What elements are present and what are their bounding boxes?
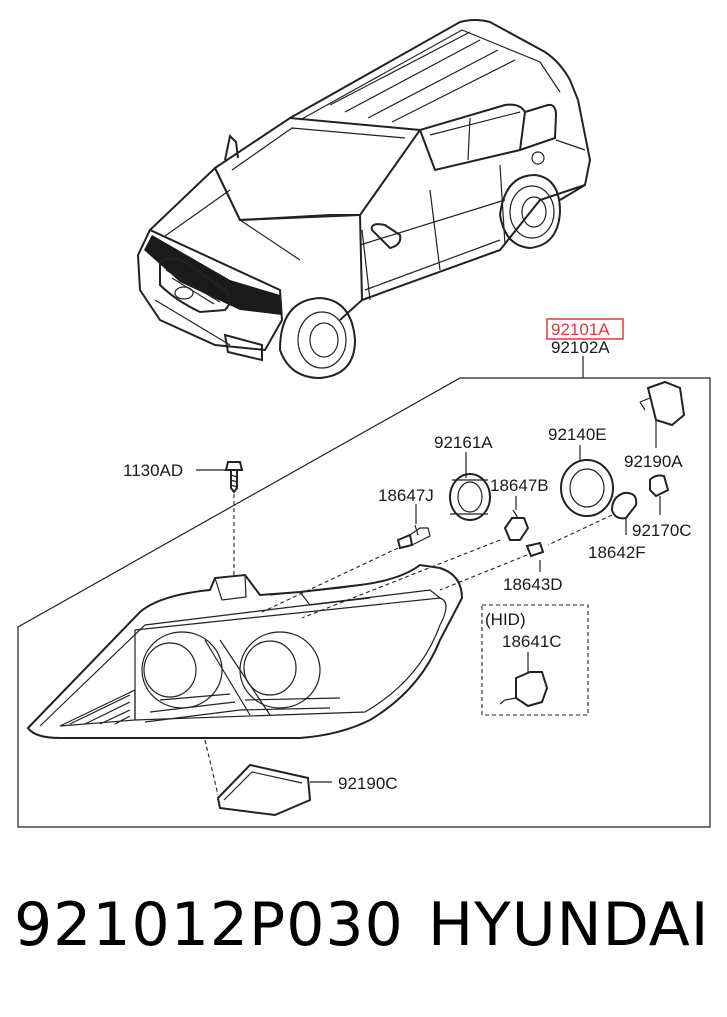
brand-name: HYUNDAI: [428, 890, 710, 960]
label-1130ad: 1130AD: [123, 461, 183, 480]
bulb-18647j: [261, 504, 431, 613]
hid-group: [481, 604, 589, 716]
screw-1130ad: [196, 461, 244, 578]
bulb-18643d: [439, 541, 545, 591]
headlamp-assembly: [26, 563, 464, 739]
label-92140e: 92140E: [548, 425, 607, 444]
vehicle-illustration: [136, 19, 592, 380]
label-92190c: 92190C: [338, 774, 398, 793]
bulb-18647b: [301, 496, 530, 619]
label-18642f: 18642F: [588, 543, 646, 562]
label-18643d: 18643D: [503, 575, 563, 594]
ballast-92190c: [204, 739, 332, 817]
motor-92190a: [639, 380, 686, 448]
label-92161a: 92161A: [434, 433, 493, 452]
socket-92170c: [649, 474, 670, 515]
ring-92161a: [449, 452, 491, 521]
ring-92140e: [560, 445, 614, 517]
label-92170c: 92170C: [632, 521, 692, 540]
label-92190a: 92190A: [624, 452, 683, 471]
label-hid: (HID): [485, 610, 526, 629]
assembly-frame: [17, 356, 711, 828]
label-18647b: 18647B: [490, 476, 549, 495]
footer: 921012P030 HYUNDAI: [0, 890, 727, 990]
label-92101a: 92101A: [551, 320, 610, 339]
part-number: 921012P030: [14, 890, 404, 960]
label-18641c: 18641C: [502, 632, 562, 651]
headlamp-parts-diagram: 92101A 92102A 92161A 92140E 92190A 1130A…: [17, 19, 711, 828]
labels: 92101A 92102A 92161A 92140E 92190A 1130A…: [123, 318, 692, 793]
highlight-box: [546, 318, 624, 340]
label-92102a: 92102A: [551, 338, 610, 357]
bulb-18642f: [547, 491, 638, 546]
label-18647j: 18647J: [378, 486, 434, 505]
